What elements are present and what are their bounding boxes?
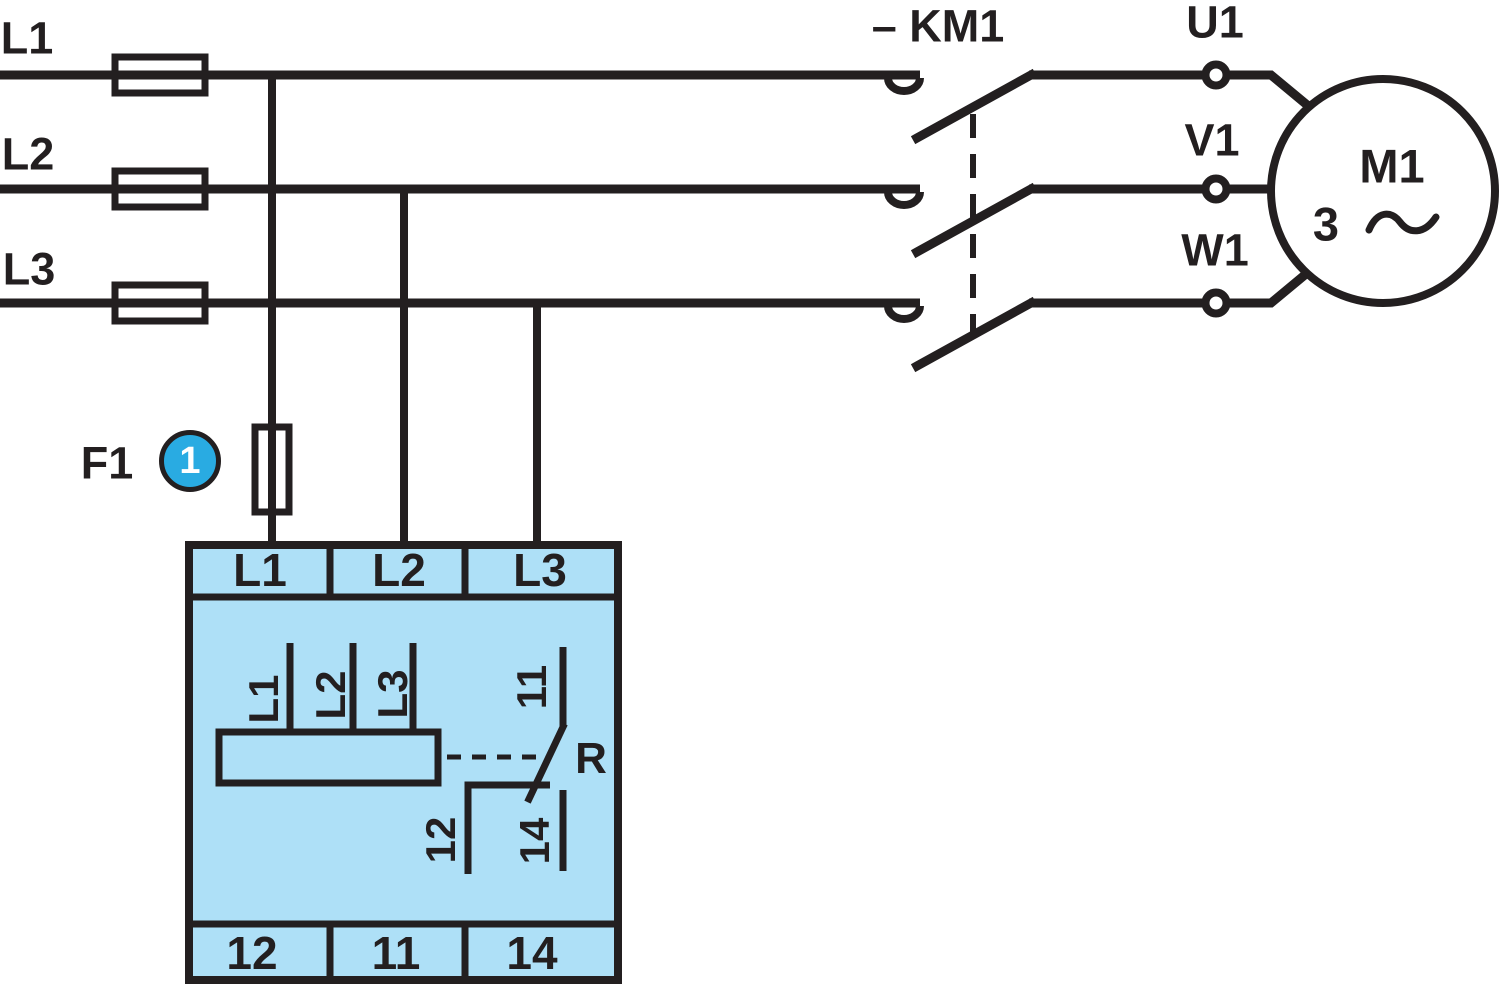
internal-contact-label-14: 14 [511,817,558,865]
relay-terminal-top-l2: L2 [372,544,426,596]
motor-terminal-v1-label: V1 [1184,114,1240,166]
terminal-circle-v1 [1201,174,1231,204]
relay-terminal-bottom-14: 14 [506,927,558,979]
relay-terminal-bottom-12: 12 [226,927,278,979]
motor-phase-count: 3 [1312,197,1340,251]
relay-terminal-top-l1: L1 [233,544,287,596]
motor-circle [1267,75,1499,307]
contact-hook-2 [884,191,924,209]
phase-l2-label: L2 [1,128,55,180]
phase-l3-label: L3 [2,243,56,295]
relay-internal-symbol [215,643,568,874]
motor-designation: M1 [1359,139,1425,193]
callout-badge: 1 [159,430,221,492]
relay-terminal-bottom-11: 11 [371,927,421,979]
contact-hook-3 [884,305,924,323]
wire-w1 [1228,260,1321,308]
contact-12-line [464,781,550,874]
relay-box-outline [185,541,622,984]
motor-terminal-u1-label: U1 [1186,0,1244,48]
relay-coil-label: R [575,734,607,783]
internal-input-label-l1: L1 [240,674,287,724]
measuring-block-rect [215,728,442,787]
contact-blade-1 [910,68,1038,145]
contact-hook-1 [884,77,924,95]
motor-terminal-w1-label: W1 [1181,224,1249,276]
phase-conductors [0,70,920,545]
internal-input-label-l2: L2 [307,670,354,720]
terminal-circle-u1 [1201,60,1231,90]
relay-terminal-top-l3: L3 [513,544,567,596]
contact-blade-2 [910,182,1038,259]
phase-l1-label: L1 [0,12,54,64]
contactor-km1-symbol [884,68,1204,373]
wire-u1 [1228,70,1321,118]
relay-box [185,541,622,984]
contact-blade-3 [910,296,1038,373]
relay-device-label: F1 [80,437,134,489]
internal-input-label-l3: L3 [369,669,416,719]
motor-ac-tilde-icon [1365,210,1440,235]
terminal-circle-w1 [1201,288,1231,318]
internal-contact-label-12: 12 [417,816,464,864]
motor-terminal-circles [1201,60,1231,318]
internal-contact-label-11: 11 [508,664,555,710]
contactor-km1-label: – KM1 [871,0,1005,52]
